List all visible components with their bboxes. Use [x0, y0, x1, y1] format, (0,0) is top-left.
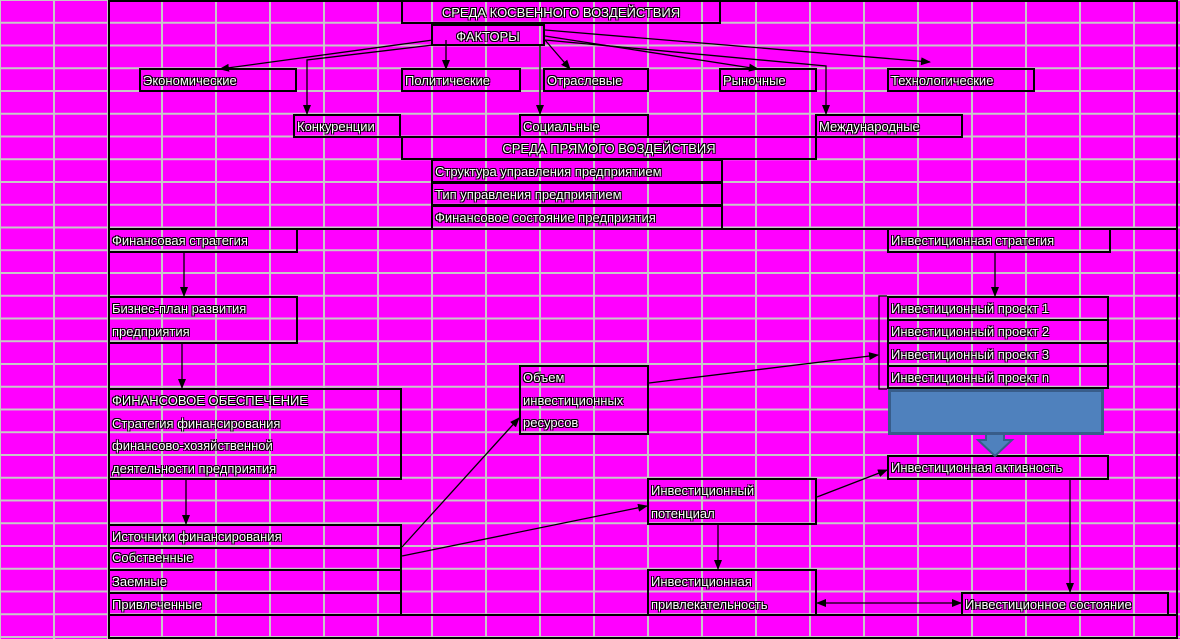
- arrow-factors-international: [544, 39, 830, 115]
- business-plan-line-2: предприятия: [112, 323, 190, 339]
- factor-political: Политические: [401, 68, 521, 92]
- arrow-potential-activity: [816, 469, 888, 498]
- funding-source-attracted: Привлеченные: [108, 592, 402, 616]
- factor-sectoral: Отраслевые: [543, 68, 649, 92]
- investment-strategy: Инвестиционная стратегия: [887, 228, 1111, 253]
- factor-international: Международные: [815, 114, 963, 138]
- hollow-down-arrow: [975, 433, 1015, 458]
- business-plan: Бизнес-план развития предприятия: [108, 296, 298, 344]
- factor-market: Рыночные: [719, 68, 817, 92]
- financial-strategy: Финансовая стратегия: [108, 228, 298, 253]
- volume-line-1: Объем: [523, 370, 565, 385]
- direct-item-finstate: Финансовое состояние предприятия: [431, 205, 723, 230]
- arrow-sources-potential: [401, 503, 648, 557]
- investment-activity: Инвестиционная активность: [887, 455, 1109, 480]
- arrow-volume-projects: [648, 352, 879, 384]
- investment-project-n: Инвестиционный проект n: [887, 365, 1109, 389]
- arrow-factors-market: [544, 35, 759, 72]
- financial-support-line-2: финансово-хозяйственной: [112, 438, 273, 453]
- financial-support-title: ФИНАНСОВОЕ ОБЕСПЕЧЕНИЕ: [112, 393, 308, 408]
- bottom-separator: [108, 614, 1178, 616]
- investment-attractiveness: Инвестиционная привлекательность: [647, 569, 817, 616]
- financial-support-line-1: Стратегия финансирования: [112, 415, 281, 431]
- financial-support: ФИНАНСОВОЕ ОБЕСПЕЧЕНИЕ Стратегия финанси…: [108, 388, 402, 480]
- funding-source-own: Собственные: [108, 547, 402, 571]
- business-plan-line-1: Бизнес-план развития: [112, 301, 247, 316]
- arrow-factors-economic: [219, 39, 434, 72]
- projects-bracket: [878, 295, 887, 390]
- arrow-sources-volume: [401, 417, 520, 548]
- indirect-env-title: СРЕДА КОСВЕННОГО ВОЗДЕЙСТВИЯ: [401, 0, 721, 24]
- investment-state: Инвестиционное состояние: [961, 592, 1169, 616]
- financial-support-line-3: деятельности предприятия: [112, 460, 277, 476]
- factor-technological: Технологические: [887, 68, 1035, 92]
- arrow-factors-sectoral: [544, 39, 571, 70]
- arrow-factors-competition: [303, 44, 434, 115]
- funding-sources-title: Источники финансирования: [108, 524, 402, 549]
- potential-line-1: Инвестиционный: [651, 483, 755, 498]
- attractiveness-line-2: привлекательность: [651, 596, 768, 612]
- potential-line-2: потенциал: [651, 505, 715, 521]
- arrow-factors-tech: [544, 29, 931, 66]
- volume-line-3: ресурсов: [523, 415, 579, 430]
- attractiveness-line-1: Инвестиционная: [651, 574, 752, 589]
- investment-resources-volume: Объем инвестиционных ресурсов: [519, 365, 649, 435]
- factor-economic: Экономические: [139, 68, 297, 92]
- factor-competition: Конкуренции: [293, 114, 401, 138]
- investment-potential: Инвестиционный потенциал: [647, 478, 817, 525]
- volume-line-2: инвестиционных: [523, 392, 624, 408]
- funding-source-borrowed: Заемные: [108, 569, 402, 593]
- factors-label: ФАКТОРЫ: [431, 24, 545, 46]
